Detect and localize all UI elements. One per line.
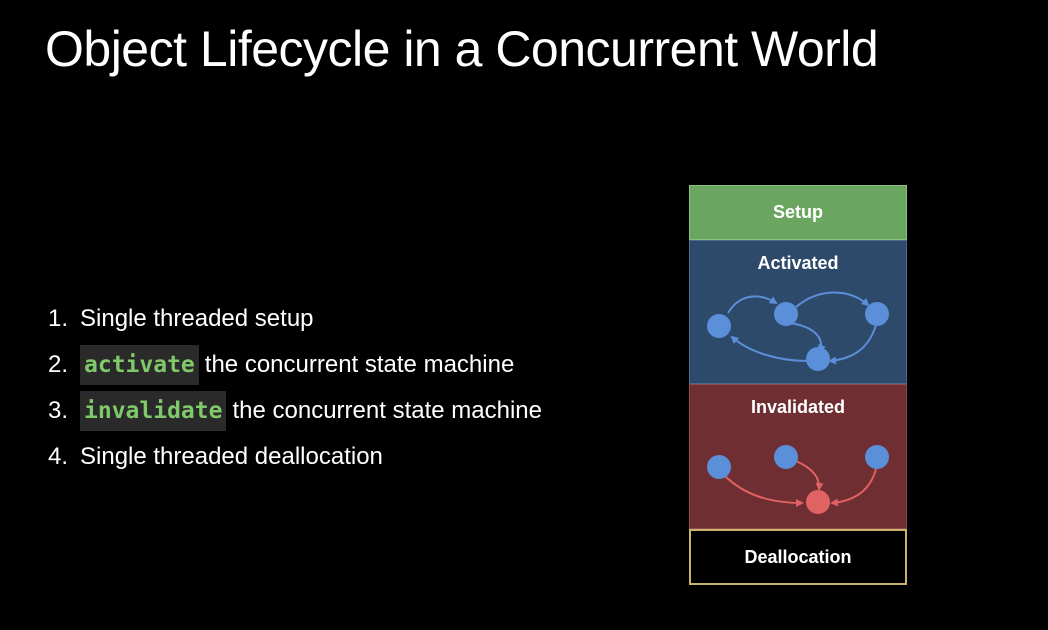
activated-label: Activated: [757, 253, 839, 273]
edge-b-c: [795, 291, 870, 308]
steps-list: 1. Single threaded setup 2. activate the…: [48, 296, 542, 480]
state-node: [865, 445, 889, 469]
deallocation-label: Deallocation: [744, 547, 852, 567]
lifecycle-diagram: Setup Activated In: [689, 185, 907, 585]
step-text: Single threaded setup: [80, 305, 314, 332]
invalidated-graph: [707, 445, 889, 514]
step-item: 3. invalidate the concurrent state machi…: [48, 388, 542, 434]
step-text: the concurrent state machine: [232, 397, 542, 424]
step-number: 2.: [48, 351, 69, 378]
invalidated-block: Invalidated: [689, 384, 907, 529]
edge-b-sink: [795, 460, 824, 491]
edge-c-d: [828, 324, 877, 365]
state-node: [806, 347, 830, 371]
state-node: [774, 302, 798, 326]
edge-b-d: [789, 322, 826, 353]
deallocation-block: Deallocation: [689, 529, 907, 585]
step-code-invalidate: invalidate: [80, 391, 227, 431]
state-node: [707, 314, 731, 338]
setup-block: Setup: [689, 185, 907, 240]
slide-title: Object Lifecycle in a Concurrent World: [45, 21, 879, 77]
step-number: 4.: [48, 443, 69, 470]
step-item: 1. Single threaded setup: [48, 296, 542, 342]
edge-a-b: [727, 295, 778, 314]
sink-node: [806, 490, 830, 514]
step-item: 2. activate the concurrent state machine: [48, 342, 542, 388]
setup-label: Setup: [772, 202, 823, 222]
edge-c-sink: [830, 468, 877, 507]
edge-d-a: [730, 335, 809, 362]
activated-block: Activated: [689, 240, 907, 384]
edge-a-sink: [723, 474, 804, 507]
step-code-activate: activate: [80, 345, 199, 385]
state-node: [774, 445, 798, 469]
step-number: 3.: [48, 397, 69, 424]
step-number: 1.: [48, 305, 69, 332]
step-item: 4. Single threaded deallocation: [48, 434, 542, 480]
step-text: Single threaded deallocation: [80, 443, 383, 470]
activated-graph: [707, 291, 889, 371]
step-text: the concurrent state machine: [204, 351, 515, 378]
state-node: [707, 455, 731, 479]
state-node: [865, 302, 889, 326]
invalidated-label: Invalidated: [750, 397, 846, 417]
